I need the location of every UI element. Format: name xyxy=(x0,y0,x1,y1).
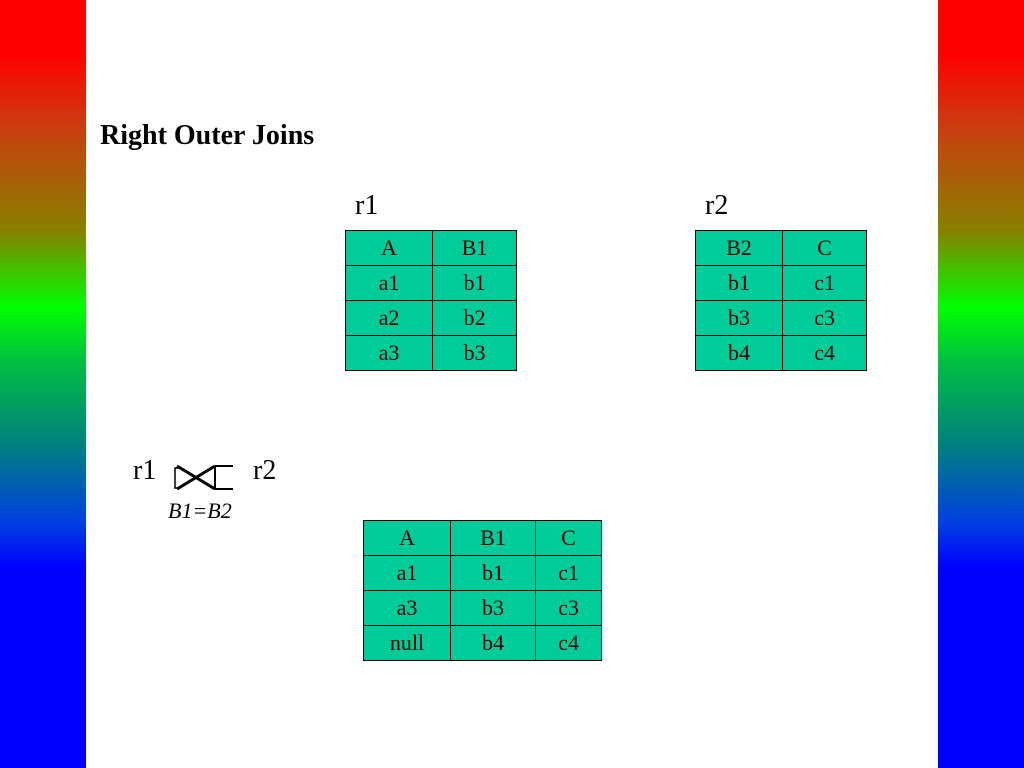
join-right-operand: r2 xyxy=(253,455,277,486)
r1-label: r1 xyxy=(355,190,379,221)
table-cell: b3 xyxy=(450,590,536,626)
table-cell: b3 xyxy=(432,335,517,371)
table-cell: c4 xyxy=(535,625,602,661)
table-cell: c3 xyxy=(535,590,602,626)
join-left-operand: r1 xyxy=(133,455,157,486)
table-header-cell: C xyxy=(535,520,602,556)
table-row: a2 b2 xyxy=(345,300,517,336)
table-cell: b3 xyxy=(695,300,783,336)
table-header-cell: C xyxy=(782,230,867,266)
r2-label: r2 xyxy=(705,190,729,221)
table-cell: c4 xyxy=(782,335,867,371)
join-condition: B1=B2 xyxy=(168,498,232,523)
r2-table: B2 C b1 c1 b3 c3 b4 c4 xyxy=(695,230,867,371)
table-header-cell: B2 xyxy=(726,235,752,260)
table-cell: a2 xyxy=(345,300,433,336)
table-cell: c1 xyxy=(782,265,867,301)
table-cell: b1 xyxy=(450,555,536,591)
table-header-cell: A xyxy=(381,235,397,260)
table-cell: a1 xyxy=(363,555,451,591)
table-cell: b4 xyxy=(450,625,536,661)
table-header-row: A B1 C xyxy=(364,520,602,556)
table-row: a1 b1 xyxy=(345,265,517,301)
slide-title: Right Outer Joins xyxy=(100,120,315,151)
table-header-cell: A xyxy=(399,525,415,550)
left-gradient-bar xyxy=(0,0,86,768)
table-row: b4 c4 xyxy=(695,335,867,371)
table-row: b1 c1 xyxy=(695,265,867,301)
table-cell: c3 xyxy=(782,300,867,336)
table-row: a1 b1 c1 xyxy=(363,555,602,591)
table-header-row: B2 C xyxy=(696,230,867,266)
table-cell: null xyxy=(363,625,451,661)
table-cell: b1 xyxy=(695,265,783,301)
table-cell: b2 xyxy=(432,300,517,336)
table-cell: a3 xyxy=(345,335,433,371)
table-cell: b1 xyxy=(432,265,517,301)
table-row: b3 c3 xyxy=(695,300,867,336)
r1-table: A B1 a1 b1 a2 b2 a3 b3 xyxy=(345,230,517,371)
table-row: a3 b3 xyxy=(345,335,517,371)
table-cell: a1 xyxy=(345,265,433,301)
right-gradient-bar xyxy=(938,0,1024,768)
table-row: null b4 c4 xyxy=(363,625,602,661)
table-cell: c1 xyxy=(535,555,602,591)
result-table: A B1 C a1 b1 c1 a3 b3 c3 null b4 c4 xyxy=(363,520,602,661)
table-header-cell: B1 xyxy=(450,520,536,556)
join-expression: r1 r2 xyxy=(133,455,276,490)
table-header-row: A B1 xyxy=(346,230,517,266)
table-row: a3 b3 c3 xyxy=(363,590,602,626)
table-header-cell: B1 xyxy=(432,230,517,266)
table-cell: b4 xyxy=(695,335,783,371)
right-outer-join-icon xyxy=(174,464,233,490)
table-cell: a3 xyxy=(363,590,451,626)
